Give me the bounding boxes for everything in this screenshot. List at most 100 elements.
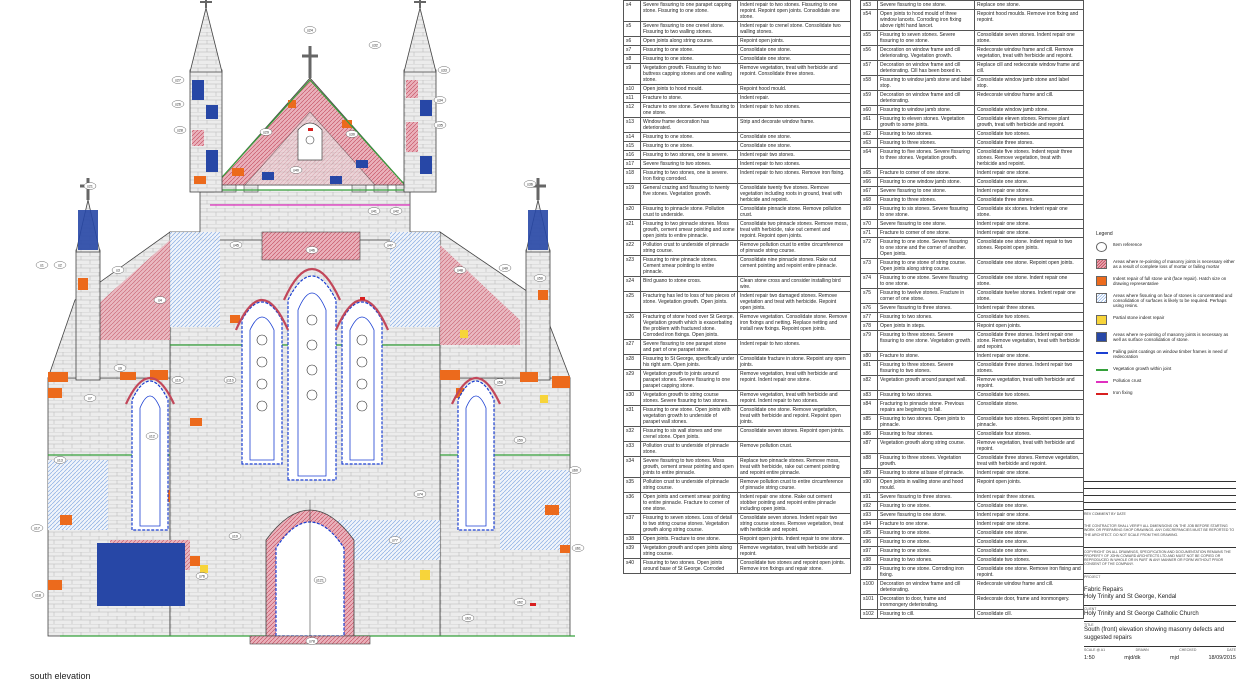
schedule-cell-desc: Severe fissuring to three stones. bbox=[877, 492, 975, 502]
schedule-cell-ref: s11 bbox=[623, 93, 641, 103]
repointing-zone bbox=[97, 543, 185, 606]
schedule-cell-desc: Fissuring to two stones, one is severe. … bbox=[640, 168, 738, 184]
schedule-cell-repair: Consolidate one stone. Remove iron fixin… bbox=[974, 564, 1084, 580]
ref-marker: s58 bbox=[497, 380, 503, 384]
schedule-cell-repair: Indent repair one stone. bbox=[974, 228, 1084, 238]
legend-item: Iron fixing bbox=[1096, 390, 1236, 395]
legend-item: Item reference bbox=[1096, 242, 1236, 252]
schedule-cell-repair: Replace one stone. bbox=[974, 0, 1084, 10]
schedule-cell-ref: s61 bbox=[860, 114, 878, 130]
schedule-cell-ref: s78 bbox=[860, 321, 878, 331]
schedule-cell-repair: Consolidate one stone. bbox=[974, 546, 1084, 556]
schedule-cell-ref: s76 bbox=[860, 303, 878, 313]
schedule-cell-ref: s15 bbox=[623, 141, 641, 151]
schedule-cell-ref: s57 bbox=[860, 60, 878, 76]
schedule-cell-desc: Decoration on window frame and cill dete… bbox=[877, 45, 975, 61]
drawn-value: mjd/dk bbox=[1124, 655, 1141, 662]
elevation-title: south elevation bbox=[30, 671, 91, 681]
schedule-cell-repair: Indent repair one stone. bbox=[974, 519, 1084, 529]
schedule-cell-repair: Indent repair one stone. Rake out cement… bbox=[737, 492, 851, 514]
ref-marker: s34 bbox=[437, 98, 443, 102]
ref-marker: s18 bbox=[35, 593, 41, 597]
schedule-cell-desc: Fracture to corner of one stone. bbox=[877, 168, 975, 178]
schedule-cell-desc: Fissuring to eleven stones. Vegetation g… bbox=[877, 114, 975, 130]
ref-marker: s61 bbox=[575, 546, 581, 550]
schedule-cell-repair: Consolidate one stone. bbox=[974, 528, 1084, 538]
project-subtitle: Holy Trinity and St George, Kendal bbox=[1084, 594, 1177, 601]
schedule-cell-repair: Repoint open joints. bbox=[737, 36, 851, 46]
ref-marker: s30 bbox=[349, 132, 355, 136]
schedule-cell-ref: s98 bbox=[860, 555, 878, 565]
schedule-cell-desc: Fissuring to two stones. bbox=[877, 312, 975, 322]
ref-marker: s49 bbox=[502, 266, 508, 270]
legend-label: Pollution crust bbox=[1113, 378, 1142, 383]
scale-label: SCALE @ A1 bbox=[1084, 648, 1106, 653]
title-block: REV COMMENT BY DATE THE CONTRACTOR SHALL… bbox=[1084, 475, 1236, 683]
schedule-cell-repair: Remove vegetation, treat with herbicide … bbox=[974, 438, 1084, 454]
schedule-cell-desc: Fissuring to window jamb stone. bbox=[877, 105, 975, 115]
schedule-cell-ref: s18 bbox=[623, 168, 641, 184]
ref-marker: s1 bbox=[40, 263, 44, 267]
legend-item: Areas where re-pointing of masonry joint… bbox=[1096, 259, 1236, 269]
schedule-cell-desc: Vegetation growth along string course. bbox=[877, 438, 975, 454]
schedule-cell-repair: Consolidate two stones. bbox=[974, 555, 1084, 565]
schedule-cell-ref: s82 bbox=[860, 375, 878, 391]
schedule-cell-desc: Fissuring to two stones. Open joints to … bbox=[877, 414, 975, 430]
schedule-cell-desc: Open joints to hood mould. bbox=[640, 84, 738, 94]
ref-marker: s48 bbox=[457, 268, 463, 272]
schedule-cell-repair: Consolidate two stones and repoint open … bbox=[737, 558, 851, 574]
schedule-cell-ref: s36 bbox=[623, 492, 641, 514]
ref-marker: s32 bbox=[372, 43, 378, 47]
schedule-cell-repair: Indent repair. bbox=[737, 93, 851, 103]
legend-label: Areas where fissuring on face of stones … bbox=[1113, 293, 1233, 308]
schedule-cell-repair: Consolidate two pinnacle stones. Remove … bbox=[737, 219, 851, 241]
schedule-cell-repair: Consolidate one stone. Repoint open join… bbox=[974, 258, 1084, 274]
schedule-cell-desc: Fissuring to one stone. Severe fissuring… bbox=[877, 237, 975, 259]
schedule-cell-desc: Fissuring to one stone. bbox=[640, 132, 738, 142]
schedule-cell-repair: Remove pollution crust to entire circumf… bbox=[737, 477, 851, 493]
schedule-cell-desc: Fissuring to stone at base of pinnacle. bbox=[877, 468, 975, 478]
legend-item: Indent repair of full stone unit (face r… bbox=[1096, 276, 1236, 286]
schedule-cell-desc: Pollution crust to underside of pinnacle… bbox=[640, 477, 738, 493]
ref-marker: s7 bbox=[88, 396, 92, 400]
schedule-cell-repair: Consolidate eleven stones. Remove plant … bbox=[974, 114, 1084, 130]
item-reference-markers: s1 s27 s26 s28 s24 s33 s34 s35 s32 s29 s… bbox=[30, 26, 585, 645]
schedule-cell-ref: s22 bbox=[623, 240, 641, 256]
schedule-cell-desc: Decoration on window frame and cill dete… bbox=[877, 60, 975, 76]
schedule-cell-desc: Open joints along string course. bbox=[640, 36, 738, 46]
copyright-note: COPYRIGHT ON ALL DRAWINGS, SPECIFICATION… bbox=[1084, 546, 1236, 567]
schedule-cell-desc: Fissuring to two stones. Open joints aro… bbox=[640, 558, 738, 574]
left-pinnacle bbox=[75, 178, 101, 381]
project-label: PROJECT bbox=[1084, 572, 1236, 579]
ref-marker: s110 bbox=[226, 378, 234, 382]
schedule-cell-desc: Severe fissuring to three stones. bbox=[877, 303, 975, 313]
schedule-cell-ref: s14 bbox=[623, 132, 641, 142]
schedule-cell-desc: Fissuring to seven stones. Loss of detai… bbox=[640, 513, 738, 535]
schedule-cell-desc: Bird guano to stone cross. bbox=[640, 276, 738, 292]
legend-swatch bbox=[1096, 381, 1108, 383]
schedule-cell-ref: s84 bbox=[860, 399, 878, 415]
schedule-cell-ref: s68 bbox=[860, 195, 878, 205]
schedule-cell-repair: Remove vegetation, treat with herbicide … bbox=[737, 390, 851, 406]
window-roundels bbox=[256, 314, 368, 412]
ref-marker: s42 bbox=[393, 209, 399, 213]
